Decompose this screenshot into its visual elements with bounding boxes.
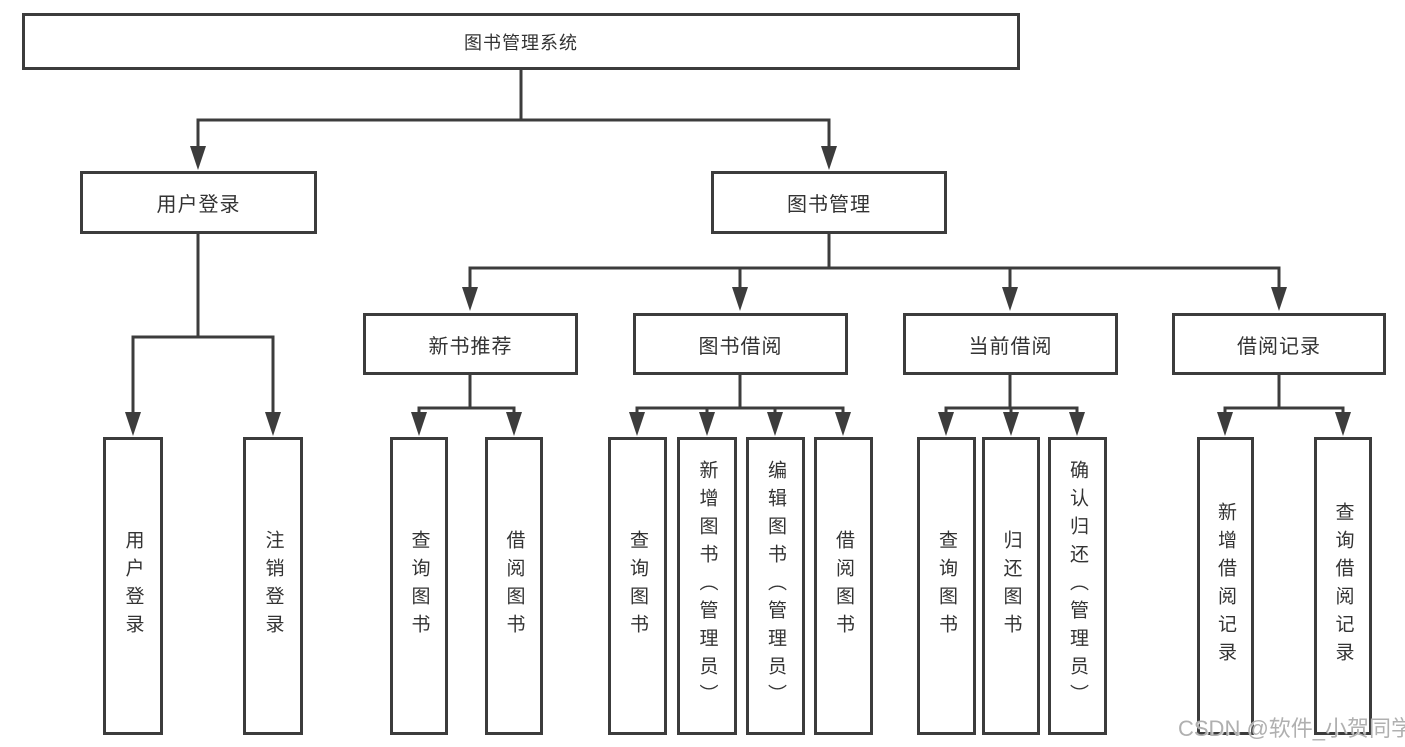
leaf-borrow-books-recommend: 借阅图书 (485, 437, 543, 735)
node-new-book-recommend: 新书推荐 (363, 313, 578, 375)
node-label: 注销登录 (262, 530, 284, 642)
node-label: 查询图书 (627, 530, 648, 642)
node-borrow-record: 借阅记录 (1172, 313, 1386, 375)
node-label: 图书管理 (787, 194, 871, 216)
leaf-confirm-return-admin: 确认归还（管理员） (1048, 437, 1107, 735)
connector-book-borrow-to-leaves (629, 375, 851, 436)
node-user-login: 用户登录 (80, 171, 317, 234)
node-label: 归还图书 (1000, 530, 1022, 642)
arrow-down-icon (699, 412, 715, 436)
node-label: 借阅图书 (503, 530, 525, 642)
node-label: 新增图书（管理员） (696, 460, 718, 712)
leaf-add-books-admin: 新增图书（管理员） (677, 437, 737, 735)
arrow-down-icon (1217, 412, 1233, 436)
node-label: 查询图书 (408, 530, 430, 642)
arrow-down-icon (265, 412, 281, 436)
arrow-down-icon (411, 412, 427, 436)
connector-new-book-recommend-to-leaves (411, 375, 522, 436)
leaf-query-borrow-record: 查询借阅记录 (1314, 437, 1372, 735)
connector-book-management-to-level3 (462, 234, 1287, 311)
node-label: 新书推荐 (428, 335, 513, 358)
leaf-edit-books-admin: 编辑图书（管理员） (746, 437, 805, 735)
arrow-down-icon (125, 412, 141, 436)
connector-root-to-level2 (190, 70, 837, 170)
node-label: 图书管理系统 (464, 32, 578, 53)
csdn-watermark: CSDN @软件_小贺同学 (1178, 716, 1405, 741)
leaf-return-books: 归还图书 (982, 437, 1040, 735)
node-current-borrow: 当前借阅 (903, 313, 1118, 375)
arrow-down-icon (938, 412, 954, 436)
arrow-down-icon (1271, 287, 1287, 311)
arrow-down-icon (462, 287, 478, 311)
leaf-borrow-books: 借阅图书 (814, 437, 873, 735)
leaf-query-books-recommend: 查询图书 (390, 437, 448, 735)
arrow-down-icon (506, 412, 522, 436)
node-label: 查询借阅记录 (1332, 502, 1354, 670)
node-label: 查询图书 (936, 530, 957, 642)
node-label: 图书借阅 (698, 335, 783, 358)
arrow-down-icon (1335, 412, 1351, 436)
node-label: 借阅图书 (833, 530, 854, 642)
connector-current-borrow-to-leaves (938, 375, 1085, 436)
node-book-borrow: 图书借阅 (633, 313, 848, 375)
leaf-logout-login: 注销登录 (243, 437, 303, 735)
leaf-add-borrow-record: 新增借阅记录 (1197, 437, 1254, 735)
connector-user-login-to-leaves (125, 234, 281, 436)
arrow-down-icon (629, 412, 645, 436)
node-label: 新增借阅记录 (1215, 502, 1236, 670)
node-label: 用户登录 (156, 194, 241, 216)
node-book-management: 图书管理 (711, 171, 947, 234)
connector-borrow-record-to-leaves (1217, 375, 1351, 436)
arrow-down-icon (835, 412, 851, 436)
node-label: 借阅记录 (1237, 335, 1321, 358)
arrow-down-icon (821, 146, 837, 170)
node-label: 编辑图书（管理员） (765, 460, 786, 712)
leaf-query-books-current: 查询图书 (917, 437, 976, 735)
node-label: 用户登录 (122, 530, 144, 642)
arrow-down-icon (190, 146, 206, 170)
leaf-user-login: 用户登录 (103, 437, 163, 735)
node-label: 确认归还（管理员） (1067, 460, 1088, 712)
node-label: 当前借阅 (968, 335, 1053, 358)
arrow-down-icon (1003, 412, 1019, 436)
arrow-down-icon (1069, 412, 1085, 436)
arrow-down-icon (767, 412, 783, 436)
node-library-management-system: 图书管理系统 (22, 13, 1020, 70)
leaf-query-books-borrow: 查询图书 (608, 437, 667, 735)
arrow-down-icon (732, 287, 748, 311)
arrow-down-icon (1002, 287, 1018, 311)
